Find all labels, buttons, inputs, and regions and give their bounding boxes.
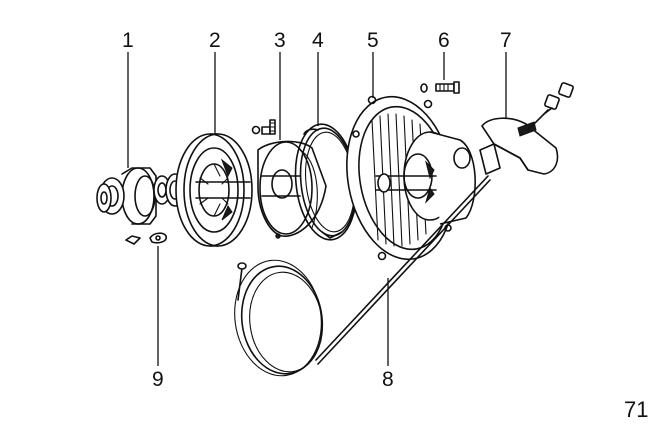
part-7-pull-handle (479, 82, 574, 175)
callout-6: 6 (438, 29, 450, 52)
part-8-starter-rope (234, 175, 491, 377)
page-number: 71 (624, 397, 648, 422)
callout-7: 7 (500, 29, 512, 52)
callout-9: 9 (152, 368, 164, 391)
leader-lines (127, 52, 507, 366)
part-3-screw (251, 119, 276, 135)
part-9-pawls (125, 232, 168, 245)
part-6-screw-and-washer (420, 81, 460, 94)
callout-1: 1 (122, 29, 134, 52)
callout-2: 2 (209, 29, 221, 52)
callout-5: 5 (367, 29, 379, 52)
callout-8: 8 (382, 368, 394, 391)
callout-labels: 1 2 3 4 5 6 7 8 9 (122, 29, 512, 391)
part-3-reel-drum (257, 140, 327, 239)
part-5-starter-housing (346, 95, 476, 261)
callout-4: 4 (312, 29, 324, 52)
part-2-starter-pulley (175, 133, 253, 247)
callout-3: 3 (274, 29, 286, 52)
